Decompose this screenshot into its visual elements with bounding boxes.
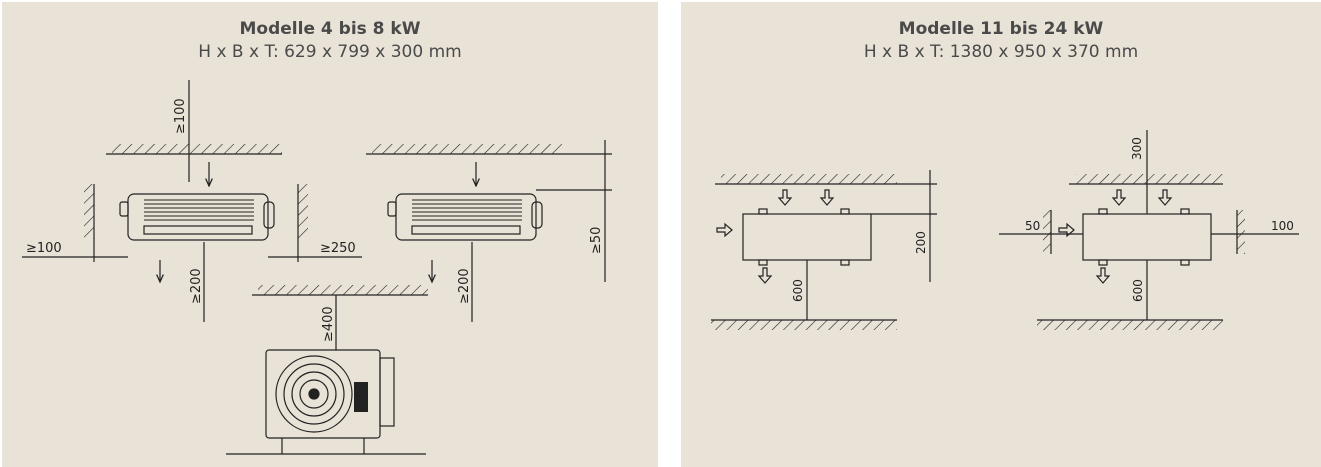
label-b-above: 300 — [1130, 137, 1144, 160]
right-wall-b — [1236, 210, 1245, 254]
left-panel-title: Modelle 4 bis 8 kW — [239, 19, 421, 39]
ceiling-hatch-3 — [252, 285, 428, 296]
label-b-left: 50 — [1025, 219, 1040, 233]
left-installation-diagram: ≥100 ≥100 ≥250 ≥200 — [22, 80, 612, 455]
ceiling-hatch-b — [1069, 174, 1223, 185]
indoor-unit-1 — [119, 193, 275, 241]
left-wall-b — [1043, 210, 1052, 254]
right-wall-hatch — [297, 184, 308, 262]
top-clearance-label: ≥100 — [173, 98, 188, 134]
wall-unit-a — [742, 208, 872, 266]
ceiling-hatch-2 — [366, 144, 562, 155]
label-b-right: 100 — [1271, 219, 1294, 233]
below-unit-label-2: ≥200 — [457, 268, 472, 304]
left-panel: Modelle 4 bis 8 kW H x B x T: 629 x 799 … — [2, 2, 658, 467]
left-side-label: ≥100 — [26, 241, 62, 256]
indoor-unit-2 — [387, 193, 543, 241]
below-unit-label-1: ≥200 — [189, 268, 204, 304]
left-panel-dimensions: H x B x T: 629 x 799 x 300 mm — [198, 42, 462, 62]
wall-distance-label: ≥50 — [589, 227, 604, 254]
floor-hatch-a — [711, 319, 897, 330]
left-title-block: Modelle 4 bis 8 kW H x B x T: 629 x 799 … — [2, 18, 658, 64]
label-b-below: 600 — [1131, 279, 1145, 302]
arrows-unit-b — [1058, 189, 1173, 284]
ceiling-hatch-a — [715, 174, 897, 185]
outdoor-front-label: ≥400 — [321, 306, 336, 342]
arrows-unit-a — [716, 189, 835, 284]
wall-unit-b — [1082, 208, 1212, 266]
left-wall-hatch — [84, 184, 95, 262]
ceiling-hatch-1 — [106, 144, 282, 155]
right-panel-title: Modelle 11 bis 24 kW — [898, 19, 1104, 39]
right-side-label: ≥250 — [320, 241, 356, 256]
label-a-right: 200 — [914, 231, 928, 254]
outdoor-unit: HITACHI — [226, 349, 426, 455]
floor-hatch-b — [1037, 319, 1223, 330]
right-title-block: Modelle 11 bis 24 kW H x B x T: 1380 x 9… — [681, 18, 1321, 64]
right-panel-dimensions: H x B x T: 1380 x 950 x 370 mm — [863, 42, 1139, 62]
label-a-below: 600 — [791, 279, 805, 302]
brand-logo: HITACHI — [359, 386, 366, 410]
right-installation-diagram: 200 600 300 — [711, 130, 1299, 330]
right-panel: Modelle 11 bis 24 kW H x B x T: 1380 x 9… — [681, 2, 1321, 467]
